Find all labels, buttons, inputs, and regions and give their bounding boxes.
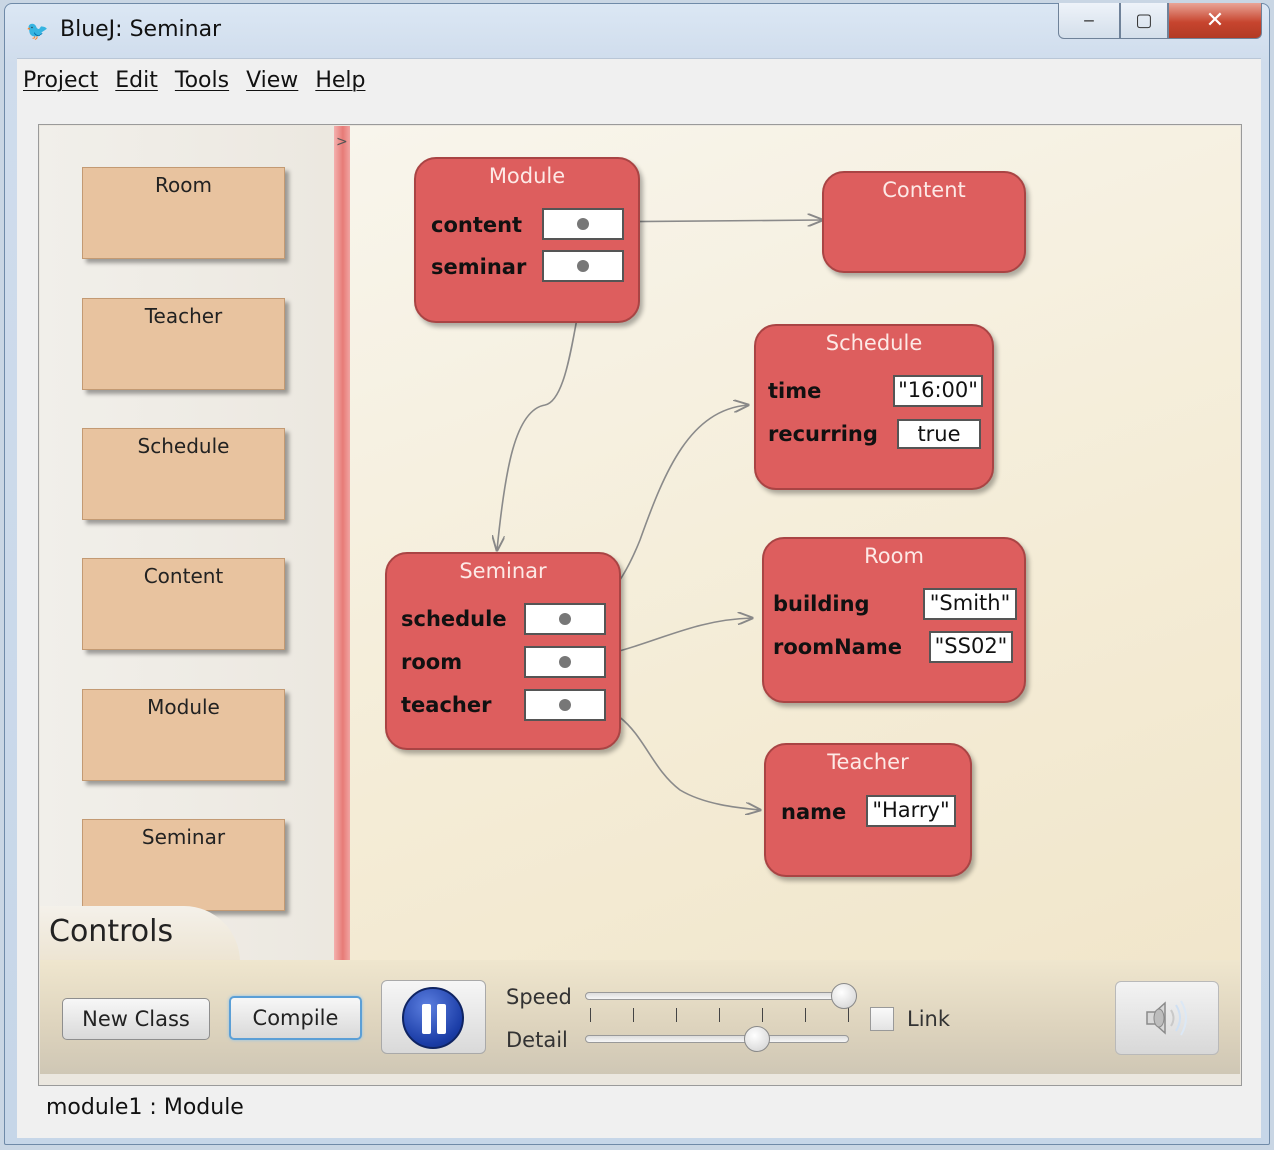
field-label: teacher [401, 693, 492, 717]
object-title: Teacher [827, 750, 909, 774]
pause-button[interactable] [381, 980, 486, 1054]
ref-dot-icon [559, 699, 571, 711]
object-title: Module [488, 164, 566, 188]
class-teacher[interactable]: Teacher [82, 298, 285, 390]
class-module[interactable]: Module [82, 689, 285, 781]
field-label: roomName [773, 635, 902, 659]
detail-slider[interactable] [585, 1035, 849, 1043]
ref-dot-icon [577, 260, 589, 272]
field-label: seminar [431, 255, 527, 279]
field-ref-schedule[interactable] [524, 603, 606, 635]
class-content[interactable]: Content [82, 558, 285, 650]
class-room[interactable]: Room [82, 167, 285, 259]
compile-button[interactable]: Compile [229, 996, 362, 1040]
menu-project[interactable]: Project [23, 68, 99, 93]
menu-bar: Project Edit Tools View Help [17, 58, 1261, 102]
ref-dot-icon [559, 613, 571, 625]
field-label: name [781, 800, 847, 824]
sound-button[interactable] [1115, 981, 1219, 1055]
object-module[interactable]: Module content seminar [414, 157, 640, 323]
controls-label: Controls [49, 914, 174, 949]
menu-help[interactable]: Help [315, 68, 366, 93]
field-value[interactable]: "SS02" [929, 631, 1013, 663]
pause-icon [402, 987, 464, 1049]
field-ref-room[interactable] [524, 646, 606, 678]
ref-dot-icon [577, 218, 589, 230]
link-label: Link [907, 1007, 951, 1031]
detail-label: Detail [506, 1028, 568, 1052]
status-text: module1 : Module [46, 1095, 244, 1120]
field-value[interactable]: "Harry" [866, 795, 956, 827]
speaker-icon [1146, 1000, 1187, 1036]
ref-dot-icon [559, 656, 571, 668]
status-bar [17, 1088, 1261, 1132]
close-button[interactable]: ✕ [1168, 3, 1262, 39]
maximize-button[interactable]: ▢ [1120, 3, 1168, 39]
menu-tools[interactable]: Tools [174, 68, 230, 93]
menu-edit[interactable]: Edit [115, 68, 158, 93]
field-label: room [401, 650, 463, 674]
detail-slider-thumb[interactable] [744, 1026, 770, 1052]
field-value[interactable]: "Smith" [923, 588, 1017, 620]
class-schedule[interactable]: Schedule [82, 428, 285, 520]
field-label: building [773, 592, 870, 616]
expand-arrow-icon[interactable]: > [336, 134, 348, 150]
object-seminar[interactable]: Seminar schedule room teacher [385, 552, 621, 750]
new-class-button[interactable]: New Class [62, 998, 210, 1040]
menu-view[interactable]: View [246, 68, 299, 93]
speed-slider-thumb[interactable] [831, 983, 857, 1009]
window-title: BlueJ: Seminar [60, 17, 222, 42]
field-label: content [431, 213, 523, 237]
minimize-button[interactable]: ‒ [1058, 3, 1120, 39]
object-content[interactable]: Content [822, 171, 1026, 273]
object-teacher[interactable]: Teacher name "Harry" [764, 743, 972, 877]
controls-tab[interactable] [40, 906, 240, 962]
controls-bar [40, 960, 1240, 1074]
field-ref-seminar[interactable] [542, 250, 624, 282]
panel-divider[interactable] [334, 126, 350, 960]
field-label: time [768, 379, 822, 403]
link-checkbox[interactable] [870, 1007, 894, 1031]
speed-label: Speed [506, 985, 572, 1009]
field-value[interactable]: true [897, 419, 981, 449]
object-title: Content [882, 178, 966, 202]
field-value[interactable]: "16:00" [893, 375, 983, 407]
field-ref-content[interactable] [542, 208, 624, 240]
field-label: schedule [401, 607, 507, 631]
object-title: Room [864, 544, 924, 568]
class-seminar[interactable]: Seminar [82, 819, 285, 911]
field-ref-teacher[interactable] [524, 689, 606, 721]
field-label: recurring [768, 422, 878, 446]
title-bar: 🐦 BlueJ: Seminar ‒ ▢ ✕ [4, 3, 1270, 59]
object-schedule[interactable]: Schedule time "16:00" recurring true [754, 324, 994, 490]
object-room[interactable]: Room building "Smith" roomName "SS02" [762, 537, 1026, 703]
bluej-bird-icon: 🐦 [26, 21, 49, 42]
object-title: Schedule [825, 331, 923, 355]
object-title: Seminar [459, 559, 547, 583]
speed-slider[interactable] [585, 992, 857, 1000]
